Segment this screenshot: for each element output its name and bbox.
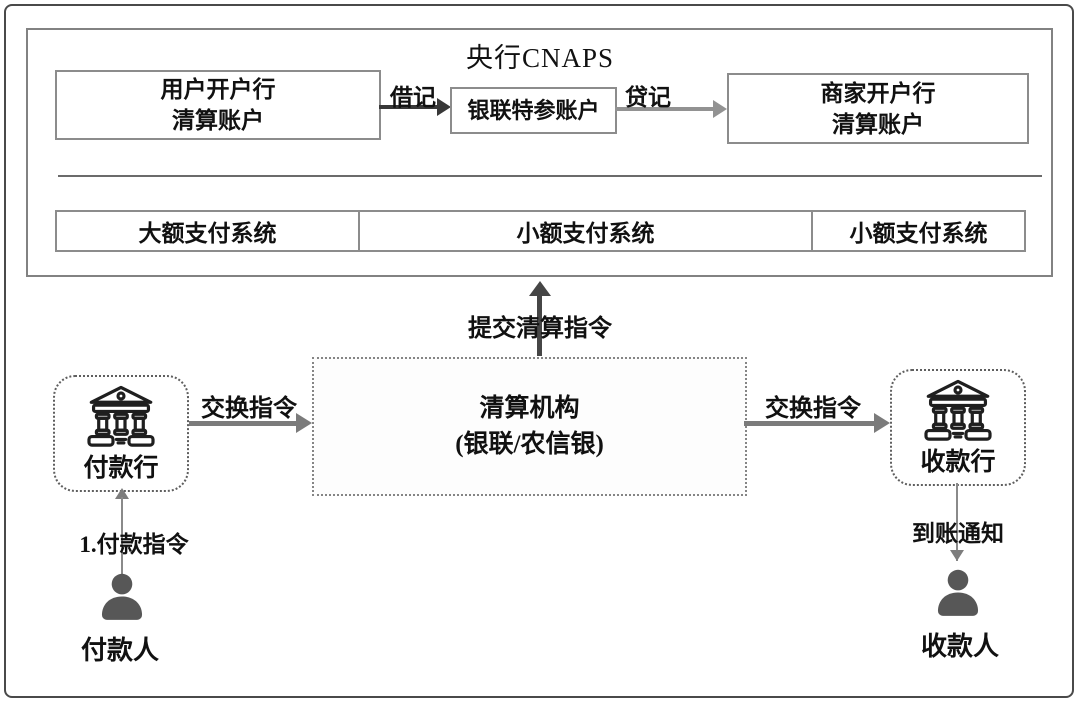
credit-arrow	[615, 100, 727, 118]
receiving-bank-label: 收款行	[920, 449, 996, 476]
exchange-left-shaft	[186, 421, 296, 426]
clearing-institution-line1: 清算机构	[479, 394, 580, 422]
credit-label: 贷记	[625, 85, 671, 110]
debit-arrow	[379, 98, 451, 116]
payee-label: 收款人	[920, 632, 999, 661]
exchange-right-arrowhead-icon	[874, 413, 890, 433]
merchant-bank-line2: 清算账户	[832, 111, 924, 137]
clearing-institution-line2: (银联/农信银)	[455, 430, 604, 458]
debit-arrow-shaft	[379, 105, 437, 109]
payment-instruction-arrow	[114, 488, 130, 578]
small-value-payment-system-cell-2: 小额支付系统	[811, 210, 1026, 252]
unionpay-account-label: 银联特参账户	[467, 98, 600, 123]
user-bank-clearing-account-box: 用户开户行 清算账户	[55, 70, 381, 140]
arrival-notice-arrow	[949, 483, 965, 571]
submit-arrow-shaft	[537, 294, 542, 356]
exchange-arrow-right	[744, 413, 890, 433]
exchange-right-label: 交换指令	[765, 396, 861, 422]
payment-instruction-shaft	[121, 497, 123, 577]
page-border	[4, 4, 1074, 698]
cnaps-title: 央行CNAPS	[465, 43, 615, 73]
exchange-right-shaft	[744, 421, 874, 426]
exchange-arrow-left	[186, 413, 312, 433]
payee-person-icon	[937, 569, 979, 616]
large-value-payment-system-cell: 大额支付系统	[55, 210, 360, 252]
payment-instruction-arrowhead-icon	[115, 488, 129, 499]
bank-icon	[87, 385, 155, 447]
debit-label: 借记	[390, 85, 436, 110]
payer-person-icon	[101, 573, 143, 620]
clearing-institution-box: 清算机构 (银联/农信银)	[312, 357, 747, 496]
arrival-notice-label: 到账通知	[912, 521, 1004, 546]
submit-clearing-arrow	[529, 281, 551, 356]
submit-clearing-label: 提交清算指令	[468, 316, 612, 342]
exchange-left-label: 交换指令	[201, 396, 297, 422]
arrival-notice-arrowhead-icon	[950, 550, 964, 561]
user-bank-line2: 清算账户	[172, 108, 264, 133]
payer-label: 付款人	[80, 636, 159, 665]
unionpay-special-account-box: 银联特参账户	[450, 87, 617, 134]
paying-bank-node: 付款行	[53, 375, 189, 492]
bank-icon	[924, 379, 992, 441]
submit-arrowhead-icon	[529, 281, 551, 296]
debit-arrowhead-icon	[437, 98, 451, 116]
merchant-bank-line1: 商家开户行	[820, 80, 936, 106]
credit-arrow-shaft	[615, 107, 713, 111]
small-value-payment-system-cell-1: 小额支付系统	[358, 210, 813, 252]
receiving-bank-node: 收款行	[890, 369, 1026, 486]
cnaps-divider-line	[58, 175, 1042, 177]
user-bank-line1: 用户开户行	[160, 77, 276, 102]
payment-instruction-label: 1.付款指令	[79, 532, 189, 557]
credit-arrowhead-icon	[713, 100, 727, 118]
exchange-left-arrowhead-icon	[296, 413, 312, 433]
merchant-bank-clearing-account-box: 商家开户行 清算账户	[727, 73, 1029, 144]
paying-bank-label: 付款行	[83, 455, 159, 482]
arrival-notice-shaft	[956, 483, 958, 561]
